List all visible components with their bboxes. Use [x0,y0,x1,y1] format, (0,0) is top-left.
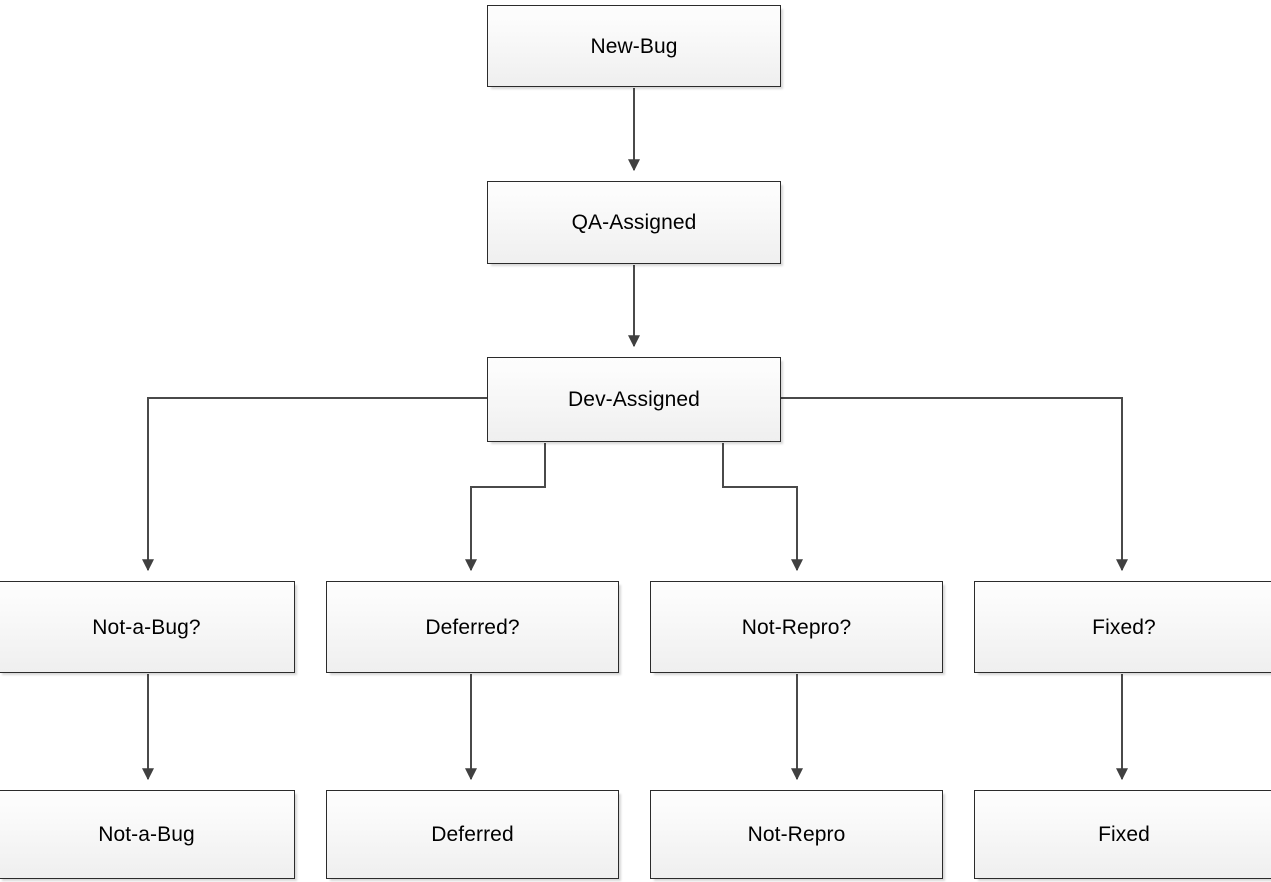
connector-dev-assigned-to-not-repro-q [722,443,803,572]
node-label-fixed: Fixed [1098,823,1150,846]
node-label-deferred-q: Deferred? [425,615,520,639]
node-deferred[interactable]: Deferred [326,790,619,879]
node-label-dev-assigned: Dev-Assigned [568,388,700,411]
node-not-a-bug-q[interactable]: Not-a-Bug? [0,581,295,673]
node-label-not-a-bug-q: Not-a-Bug? [92,615,201,639]
node-label-not-repro: Not-Repro [747,823,846,846]
node-not-a-bug[interactable]: Not-a-Bug [0,790,295,879]
connector-dev-assigned-to-deferred-q [465,443,546,572]
connector-dev-assigned-to-fixed-q [781,397,1128,572]
node-not-repro-q[interactable]: Not-Repro? [650,581,943,673]
node-label-not-a-bug: Not-a-Bug [98,823,195,846]
node-label-deferred: Deferred [431,823,514,846]
node-fixed-q[interactable]: Fixed? [974,581,1271,673]
node-label-new-bug: New-Bug [590,34,678,58]
node-new-bug[interactable]: New-Bug [487,5,781,87]
node-fixed[interactable]: Fixed [974,790,1271,879]
node-label-qa-assigned: QA-Assigned [571,211,697,234]
node-deferred-q[interactable]: Deferred? [326,581,619,673]
node-label-not-repro-q: Not-Repro? [741,615,852,639]
node-not-repro[interactable]: Not-Repro [650,790,943,879]
connector-dev-assigned-to-not-a-bug-q [142,397,487,572]
node-label-fixed-q: Fixed? [1092,615,1156,639]
node-dev-assigned[interactable]: Dev-Assigned [487,357,781,442]
node-qa-assigned[interactable]: QA-Assigned [487,181,781,264]
